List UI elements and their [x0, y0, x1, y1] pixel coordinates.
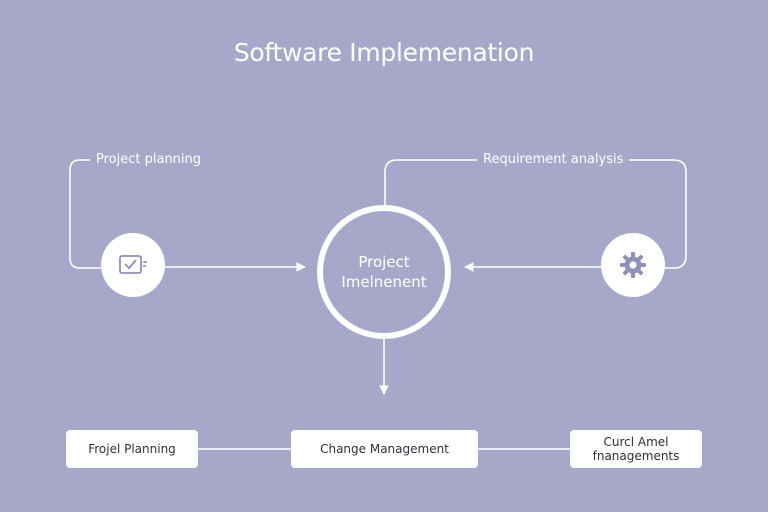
left-bracket-line: [69, 159, 101, 269]
box-label-line1: Curcl Amel: [603, 435, 669, 449]
box-label-line2: fnanagements: [592, 449, 680, 463]
diagram-title: Software Implemenation: [233, 38, 535, 67]
project-planning-label: Project planning: [90, 152, 208, 168]
requirement-analysis-label: Requirement analysis: [477, 152, 630, 168]
management-box: Curcl Amel fnanagements: [570, 430, 702, 468]
box-label: Change Management: [320, 442, 449, 456]
hub-label-line2: Imelnenent: [341, 273, 427, 291]
change-management-box: Change Management: [291, 430, 478, 468]
requirement-analysis-node: [601, 233, 665, 297]
gear-icon: [620, 252, 646, 278]
right-bracket-line: [384, 159, 477, 205]
project-implementation-hub: Project Imelnenent: [317, 205, 451, 339]
box-label: Frojel Planning: [88, 442, 176, 456]
project-planning-box: Frojel Planning: [66, 430, 198, 468]
project-planning-node: [101, 233, 165, 297]
right-bracket-line-2: [610, 159, 687, 269]
hub-label-line1: Project: [358, 253, 410, 271]
checklist-icon: [119, 255, 147, 274]
